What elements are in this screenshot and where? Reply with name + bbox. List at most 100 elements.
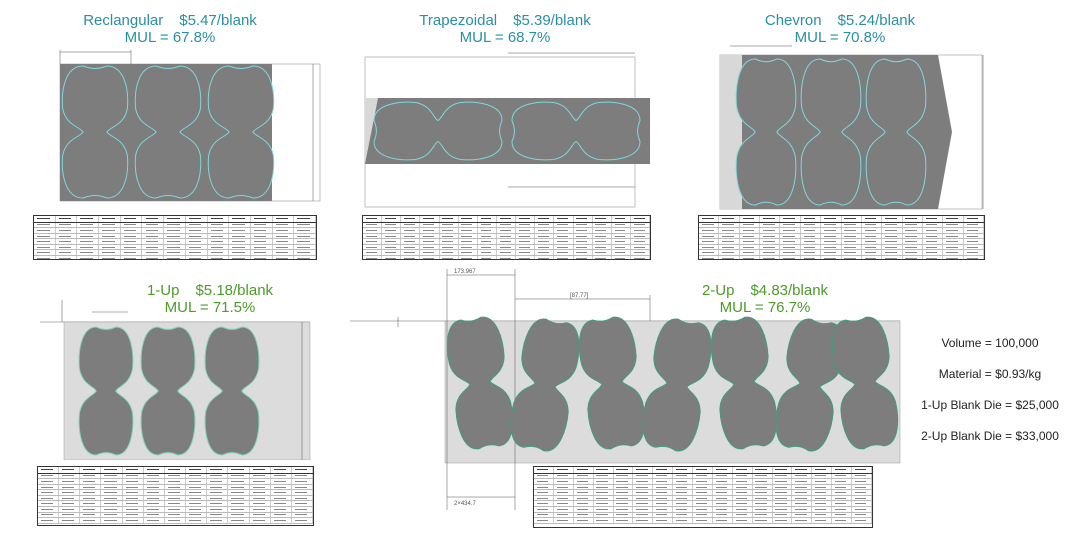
table-row	[363, 239, 650, 245]
table-cell	[842, 250, 862, 256]
table-cell	[165, 479, 187, 484]
table-cell	[142, 222, 165, 228]
table-cell	[574, 467, 594, 473]
table-cell	[673, 490, 693, 495]
blank-part	[710, 316, 778, 450]
table-cell	[832, 467, 852, 473]
table-cell	[713, 490, 733, 495]
table-cell	[733, 479, 753, 484]
table-cell	[554, 233, 574, 239]
table-cell	[101, 501, 123, 507]
table-cell	[273, 233, 295, 239]
table-row	[699, 244, 984, 251]
table-cell	[459, 250, 478, 256]
table-cell	[719, 228, 740, 233]
table-cell	[852, 467, 872, 473]
table-cell	[633, 473, 654, 479]
table-cell	[812, 507, 833, 512]
table-cell	[653, 501, 674, 507]
table-cell	[693, 490, 713, 495]
strip-material	[365, 98, 650, 164]
table-cell	[903, 250, 923, 256]
table-cell	[459, 233, 478, 239]
table-cell	[34, 250, 56, 256]
price: $5.39/blank	[513, 12, 591, 29]
table-cell	[292, 495, 313, 501]
table-cell	[693, 473, 713, 479]
table-cell	[38, 473, 60, 479]
blank-part	[510, 318, 580, 452]
table-cell	[574, 512, 594, 518]
table-cell	[574, 216, 593, 222]
table-cell	[753, 467, 773, 473]
table-cell	[229, 239, 251, 244]
table-cell	[780, 244, 801, 250]
table-cell	[792, 467, 813, 473]
table-cell	[121, 216, 143, 222]
table-row	[38, 495, 313, 502]
table-cell	[228, 473, 250, 479]
table-cell	[420, 222, 440, 228]
table-cell	[780, 256, 801, 259]
table-cell	[80, 507, 102, 512]
table-cell	[812, 473, 833, 479]
table-cell	[273, 216, 295, 222]
table-cell	[614, 490, 634, 495]
table-cell	[773, 501, 793, 507]
table-cell	[401, 256, 421, 259]
table-cell	[882, 216, 903, 222]
blank-part	[642, 318, 712, 452]
rectangular-cost-table	[33, 215, 317, 260]
table-cell	[34, 228, 56, 233]
table-cell	[653, 495, 674, 501]
table-cell	[699, 228, 720, 233]
table-cell	[382, 228, 402, 233]
table-cell	[842, 216, 862, 222]
table-cell	[80, 501, 102, 507]
table-row	[534, 473, 872, 480]
table-cell	[842, 222, 862, 228]
table-cell	[882, 222, 903, 228]
table-row	[34, 222, 316, 229]
table-cell	[101, 484, 123, 490]
table-cell	[753, 507, 773, 512]
table-row	[699, 256, 984, 259]
table-cell	[497, 250, 517, 256]
table-cell	[229, 216, 251, 222]
table-cell	[144, 473, 165, 479]
table-cell	[186, 518, 208, 523]
blank-part	[207, 65, 275, 199]
table-cell	[612, 239, 631, 244]
table-cell	[99, 222, 121, 228]
table-cell	[699, 256, 720, 259]
table-cell	[693, 507, 713, 512]
table-cell	[719, 244, 740, 250]
table-cell	[554, 244, 574, 250]
table-cell	[554, 484, 574, 490]
table-row	[699, 239, 984, 245]
table-cell	[773, 518, 793, 523]
table-cell	[821, 233, 842, 239]
blank-part	[204, 326, 260, 456]
table-cell	[208, 228, 230, 233]
table-cell	[699, 250, 720, 256]
table-cell	[144, 479, 165, 484]
table-row	[534, 484, 872, 491]
table-cell	[801, 250, 822, 256]
table-cell	[554, 250, 574, 256]
blank-part	[61, 65, 129, 199]
table-cell	[459, 244, 478, 250]
table-cell	[594, 484, 614, 490]
table-cell	[38, 479, 60, 484]
two-up-cost-table	[533, 466, 873, 528]
price: $4.83/blank	[750, 282, 829, 299]
table-cell	[99, 233, 121, 239]
table-cell	[142, 244, 165, 250]
table-cell	[516, 244, 536, 250]
table-cell	[123, 518, 144, 523]
table-cell	[382, 222, 402, 228]
table-cell	[401, 228, 421, 233]
table-cell	[574, 239, 593, 244]
table-cell	[99, 256, 121, 259]
table-cell	[832, 479, 852, 484]
